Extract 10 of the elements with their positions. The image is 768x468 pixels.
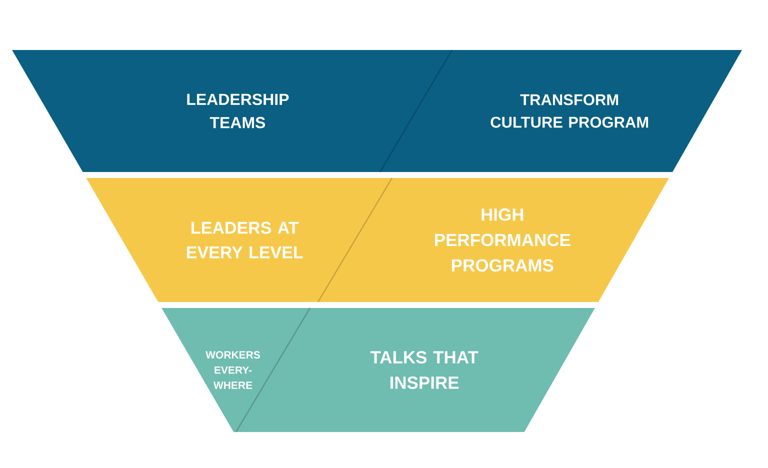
funnel-band: TRANSFORM CULTURE PROGRAM bbox=[380, 50, 742, 172]
node-label: HIGH PERFORMANCE PROGRAMS bbox=[435, 208, 570, 272]
node-label: TALKS THAT INSPIRE bbox=[370, 351, 478, 389]
funnel-band: HIGH PERFORMANCE PROGRAMS bbox=[318, 178, 669, 302]
funnel-band: WORKERS EVERY-WHERE bbox=[162, 308, 310, 432]
funnel-band: LEADERS AT EVERY LEVEL bbox=[86, 178, 392, 302]
node-label: TRANSFORM CULTURE PROGRAM bbox=[490, 94, 648, 128]
node-label: LEADERS AT EVERY LEVEL bbox=[187, 222, 303, 258]
funnel-band: LEADERSHIP TEAMS bbox=[12, 50, 452, 172]
node-label: LEADERSHIP TEAMS bbox=[187, 94, 289, 128]
